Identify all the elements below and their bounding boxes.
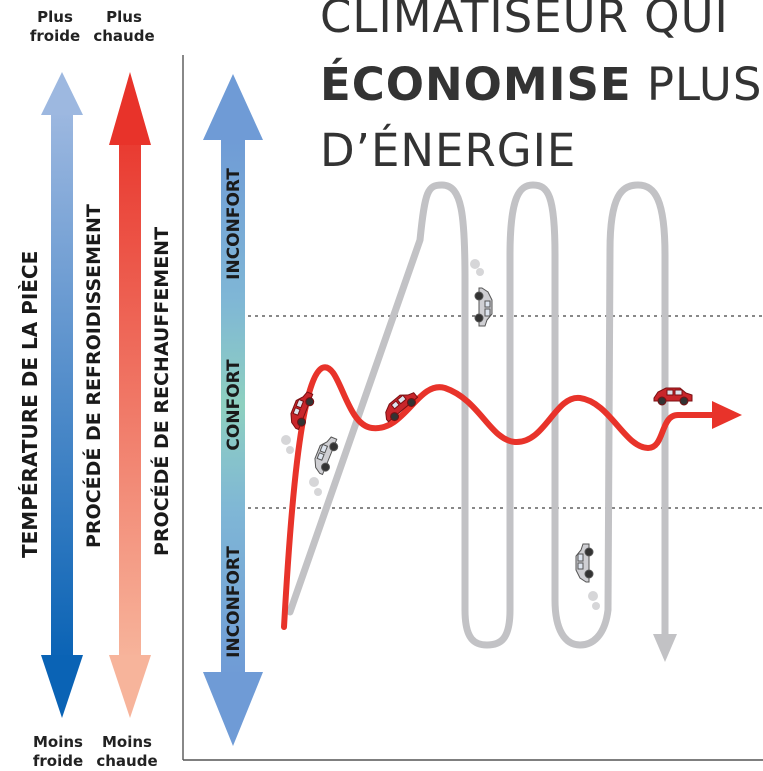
comfort-scale-arrow xyxy=(203,74,263,746)
corner-label-top-left: Plus froide xyxy=(28,8,82,46)
heating-process-label: PROCÉDÉ DE RECHAUFFEMENT xyxy=(151,226,173,556)
inverter-curve xyxy=(281,364,742,630)
car-icon xyxy=(474,287,493,327)
title-line-2: ÉCONOMISE PLUS xyxy=(320,58,762,111)
car-icon xyxy=(285,388,317,432)
corner-label-bottom-right-line1: Moins xyxy=(102,733,152,751)
onoff-curve xyxy=(286,181,677,662)
room-temperature-label: TEMPÉRATURE DE LA PIÈCE xyxy=(18,250,42,558)
corner-label-bottom-right-line2: chaude xyxy=(96,752,158,770)
corner-label-top-left-line1: Plus xyxy=(37,8,73,26)
corner-label-bottom-right: Moins chaude xyxy=(92,733,162,771)
corner-label-bottom-left-line1: Moins xyxy=(33,733,83,751)
title-line-2-bold: ÉCONOMISE xyxy=(320,58,632,111)
corner-label-top-right: Plus chaude xyxy=(88,8,160,46)
cooling-process-label: PROCÉDÉ DE REFROIDISSEMENT xyxy=(83,204,105,548)
title-line-1: CLIMATISEUR QUI xyxy=(320,0,729,43)
corner-label-bottom-left-line2: froide xyxy=(32,752,84,770)
title-line-2-rest: PLUS xyxy=(631,58,763,111)
title-line-3: D’ÉNERGIE xyxy=(320,124,577,177)
corner-label-top-right-line2: chaude xyxy=(93,27,155,45)
corner-label-top-left-line2: froide xyxy=(29,27,81,45)
corner-label-bottom-left: Moins froide xyxy=(28,733,88,771)
zone-label-middle: CONFORT xyxy=(224,359,244,451)
zone-label-top: INCONFORT xyxy=(224,168,244,280)
cooling-arrow xyxy=(41,72,83,718)
car-icon xyxy=(653,387,693,406)
heating-arrow xyxy=(109,72,151,718)
car-icon xyxy=(575,543,594,583)
zone-label-bottom: INCONFORT xyxy=(224,546,244,658)
car-icon xyxy=(309,433,341,477)
exhaust-puff xyxy=(281,259,600,610)
corner-label-top-right-line1: Plus xyxy=(106,8,142,26)
